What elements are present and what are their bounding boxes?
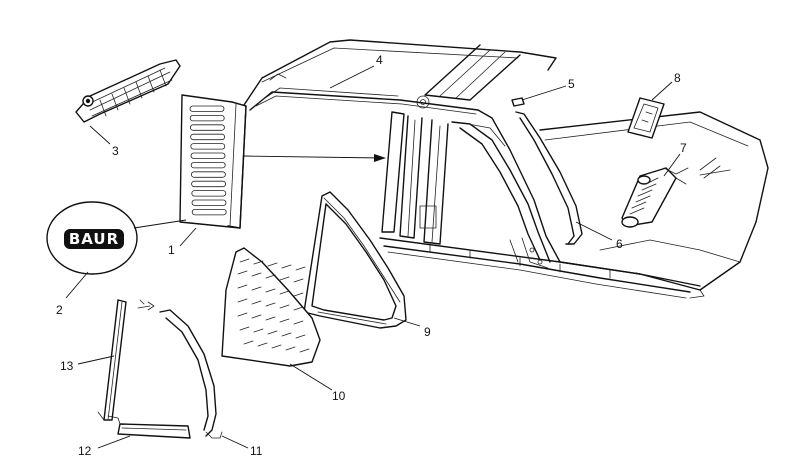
glass-hatch-mark [285,346,296,351]
panel-placement-arrow [243,154,386,162]
leader-12 [97,435,131,449]
glass-hatch-mark [279,276,290,281]
callout-3: 3 [112,144,119,158]
glass-hatch-mark [265,302,276,307]
leader-7 [663,153,681,177]
glass-hatch-mark [267,330,278,335]
glass-hatch-mark [239,258,250,263]
glass-hatch-mark [299,348,310,353]
glass-hatch-mark [239,326,250,331]
glass-hatch-mark [295,334,306,339]
leader-10 [289,363,333,391]
callout-6: 6 [616,237,623,251]
glass-hatch-mark [279,318,290,323]
part-11-window-trim-arch [137,299,223,439]
vent-slot [191,199,227,206]
glass-hatch-mark [281,332,292,337]
glass-hatch-mark [251,300,262,305]
glass-hatch-mark [279,290,290,295]
vent-slot [191,180,227,188]
part-9-quarter-window-seal [303,191,407,329]
glass-hatch-mark [253,260,264,265]
part-12-lower-channel [107,415,191,439]
glass-hatch-mark [293,292,304,297]
callout-4: 4 [376,53,383,67]
callout-7: 7 [680,141,687,155]
callout-8: 8 [674,71,681,85]
leader-1b [133,219,187,229]
glass-hatching [237,258,310,353]
leader-9 [393,317,421,327]
vent-slot [190,152,226,159]
leader-lines [65,65,681,449]
badge-logo-text: BAUR [69,230,119,248]
glass-hatch-mark [251,314,262,319]
callout-9: 9 [424,325,431,339]
glass-hatch-mark [293,278,304,283]
leader-5 [521,85,567,101]
glass-hatch-mark [237,312,248,317]
leader-13 [77,355,115,365]
vent-slot [189,124,225,131]
leader-4 [329,65,375,89]
callout-1: 1 [168,243,175,257]
glass-hatch-mark [257,342,268,347]
part-5-clip [511,97,525,107]
part-7-cylinder-blower [621,167,689,228]
vent-slots [189,105,227,216]
callout-11: 11 [250,444,263,458]
callout-10: 10 [332,389,346,403]
callout-12: 12 [78,444,92,458]
part-2-baur-badge: BAUR [46,201,138,275]
glass-hatch-mark [251,272,262,277]
leader-11 [221,435,249,449]
glass-hatch-mark [293,320,304,325]
glass-hatch-mark [237,284,248,289]
glass-hatch-mark [265,288,276,293]
glass-hatch-mark [265,316,276,321]
leader-8 [651,81,673,101]
leader-2 [65,271,89,299]
leader-3 [89,125,111,145]
callout-labels: 1 2 3 4 5 6 7 8 9 10 11 12 13 [56,53,687,458]
leader-6 [575,221,613,241]
vent-slot [191,208,227,216]
vent-slot [190,161,226,169]
vent-slot [191,190,227,197]
glass-hatch-mark [237,270,248,275]
glass-hatch-mark [295,266,306,271]
part-10-quarter-glass [221,247,321,367]
glass-hatch-mark [251,286,262,291]
vent-slot [190,133,226,141]
glass-hatch-mark [243,340,254,345]
glass-hatch-mark [271,344,282,349]
glass-hatch-mark [253,328,264,333]
part-8-handle-frame [627,97,665,139]
callout-13: 13 [60,359,74,373]
vent-slot [190,143,226,150]
car-body-shell [243,39,769,299]
callout-2: 2 [56,303,63,317]
glass-hatch-mark [293,306,304,311]
glass-hatch-mark [267,262,278,267]
glass-hatch-mark [237,298,248,303]
part-1-vent-panel [179,94,247,229]
glass-hatch-mark [281,264,292,269]
glass-hatch-mark [279,304,290,309]
vent-slot [190,171,226,178]
vent-slot [189,105,225,112]
part-13-vertical-channel [97,299,127,421]
part-3-mesh-grille [75,59,181,123]
vent-slot [189,115,225,122]
glass-hatch-mark [265,274,276,279]
leader-1 [179,227,197,247]
part-6-rear-window-seal [515,111,583,245]
callout-5: 5 [568,77,575,91]
